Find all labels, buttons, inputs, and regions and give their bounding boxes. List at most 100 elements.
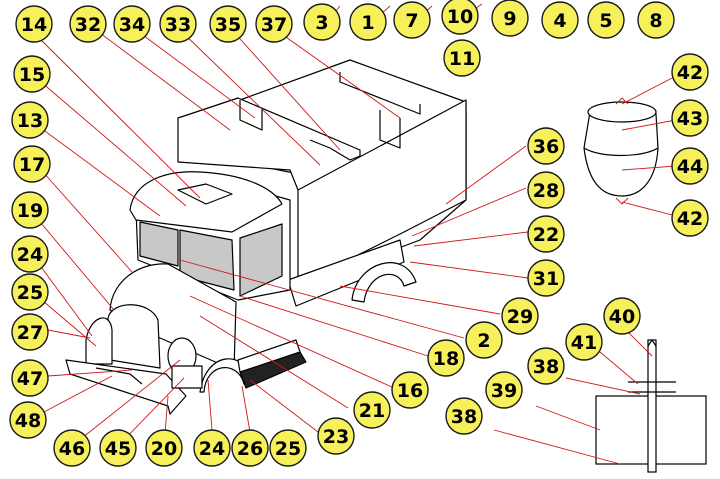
callout-label: 45 xyxy=(105,438,131,460)
leader-34 xyxy=(135,29,256,119)
callout-c5: 5 xyxy=(587,1,625,39)
front-mudguard-left xyxy=(85,317,113,365)
callout-circle xyxy=(145,429,183,467)
callout-c25b: 25 xyxy=(269,429,307,467)
callout-c17: 17 xyxy=(13,145,51,183)
callout-label: 22 xyxy=(533,224,559,246)
arrow-42-top xyxy=(615,97,629,105)
callout-circle xyxy=(13,55,51,93)
rear-wheel-arch xyxy=(351,262,417,303)
callout-circle xyxy=(13,145,51,183)
callout-label: 42 xyxy=(677,208,703,230)
callout-label: 25 xyxy=(17,282,43,304)
callout-c22: 22 xyxy=(527,215,565,253)
callout-c25a: 25 xyxy=(11,273,49,311)
callout-circle xyxy=(269,429,307,467)
leader-14 xyxy=(33,32,201,199)
callout-circle xyxy=(671,199,709,237)
callout-c34: 34 xyxy=(113,5,151,43)
callout-c32: 32 xyxy=(69,5,107,43)
callout-circle xyxy=(441,0,479,35)
callout-c11: 11 xyxy=(443,39,481,77)
callout-circle xyxy=(671,99,709,137)
callout-label: 14 xyxy=(21,14,47,36)
callout-c43: 43 xyxy=(671,99,709,137)
callout-label: 7 xyxy=(405,10,418,32)
barrel-drawing xyxy=(583,101,659,197)
leader-32 xyxy=(95,29,231,131)
callout-circle xyxy=(99,429,137,467)
leader-29 xyxy=(339,285,501,315)
bed-inner-post xyxy=(379,110,401,149)
grille xyxy=(107,304,161,369)
callout-circle xyxy=(671,53,709,91)
callout-circle xyxy=(501,297,539,335)
callout-circle xyxy=(53,429,91,467)
callout-label: 26 xyxy=(237,438,263,460)
callout-label: 41 xyxy=(571,332,597,354)
callout-circle xyxy=(317,417,355,455)
callout-circle xyxy=(391,371,429,409)
callout-c10: 10 xyxy=(441,0,479,35)
callout-label: 28 xyxy=(533,180,559,202)
leader-18 xyxy=(239,295,429,357)
callout-circle xyxy=(527,259,565,297)
callout-c39: 39 xyxy=(485,371,523,409)
callout-label: 47 xyxy=(17,368,43,390)
callout-c38b: 38 xyxy=(445,397,483,435)
callout-label: 23 xyxy=(323,426,349,448)
truck-drawing xyxy=(65,59,467,415)
callout-c1: 1 xyxy=(349,3,387,41)
callout-circle xyxy=(603,297,641,335)
bed-inner-rail xyxy=(339,72,421,115)
callout-circle xyxy=(527,171,565,209)
axle-part-drawing xyxy=(595,338,707,473)
callout-c2: 2 xyxy=(465,321,503,359)
callout-label: 11 xyxy=(449,48,475,70)
callout-c48: 48 xyxy=(9,401,47,439)
callout-label: 1 xyxy=(361,12,374,34)
callout-circle xyxy=(159,5,197,43)
axle-tip xyxy=(647,338,657,347)
callout-circle xyxy=(637,1,675,39)
callout-label: 34 xyxy=(119,14,145,36)
callout-c28: 28 xyxy=(527,171,565,209)
leader-37 xyxy=(275,29,401,119)
leader-40 xyxy=(627,331,653,357)
leader-36 xyxy=(445,145,527,205)
callout-c8: 8 xyxy=(637,1,675,39)
callout-c37: 37 xyxy=(255,5,293,43)
callout-circle xyxy=(11,359,49,397)
leader-47 xyxy=(47,369,133,377)
callout-c29: 29 xyxy=(501,297,539,335)
callout-label: 38 xyxy=(451,406,477,428)
leader-31 xyxy=(409,261,529,279)
callout-label: 48 xyxy=(15,410,41,432)
leader-17 xyxy=(33,161,133,273)
callout-circle xyxy=(349,3,387,41)
callout-label: 17 xyxy=(19,154,45,176)
leader-44 xyxy=(621,165,677,171)
leader-46 xyxy=(71,359,181,447)
callout-circle xyxy=(15,5,53,43)
callout-label: 5 xyxy=(599,10,612,32)
leader-48 xyxy=(43,375,113,413)
callout-circle xyxy=(465,321,503,359)
callout-circle xyxy=(541,1,579,39)
callout-label: 21 xyxy=(359,400,385,422)
leader-13 xyxy=(29,119,161,217)
windshield-left xyxy=(139,221,179,267)
callout-circle xyxy=(527,127,565,165)
callout-label: 18 xyxy=(433,348,459,370)
callout-label: 15 xyxy=(19,64,45,86)
callout-c21: 21 xyxy=(353,391,391,429)
bed-crossbar xyxy=(309,139,361,161)
callout-circle xyxy=(113,5,151,43)
running-board-top xyxy=(237,339,301,373)
callout-c16: 16 xyxy=(391,371,429,409)
callout-circle xyxy=(587,1,625,39)
callout-c18: 18 xyxy=(427,339,465,377)
callout-circle xyxy=(491,0,529,37)
callout-label: 33 xyxy=(165,14,191,36)
